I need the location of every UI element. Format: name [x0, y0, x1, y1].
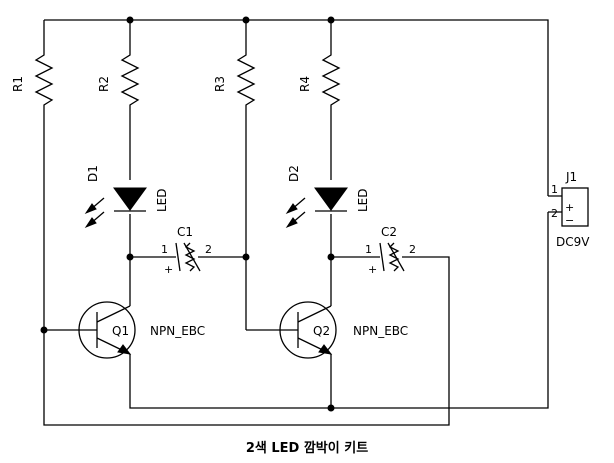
- resistor-r3-symbol: [236, 50, 256, 110]
- transistor-q2-label: Q2: [313, 324, 330, 338]
- capacitor-c2-plus: +: [368, 263, 377, 276]
- led-d2: D2 LED: [285, 165, 370, 229]
- wire-c2: [43, 256, 450, 426]
- resistor-r4: R4: [298, 50, 341, 110]
- capacitor-c1: C1 1 2 +: [161, 225, 212, 276]
- wires: [43, 19, 562, 426]
- transistor-q2: Q2 NPN_EBC: [279, 301, 408, 359]
- led-d2-label: D2: [287, 165, 301, 182]
- connector-j1-pin2: 2: [551, 207, 558, 220]
- led-d2-triangle: [314, 187, 348, 211]
- junction-dot: [327, 404, 335, 412]
- capacitor-c2-pin2: 2: [409, 243, 416, 256]
- capacitor-c1-label: C1: [177, 225, 193, 239]
- capacitor-c1-pin2: 2: [205, 243, 212, 256]
- led-d1-triangle: [113, 187, 147, 211]
- transistor-q1-label: Q1: [112, 324, 129, 338]
- resistor-r1-label: R1: [11, 76, 25, 92]
- led-d1-arrowhead-icon: [84, 217, 97, 229]
- capacitor-c1-pin1: 1: [161, 243, 168, 256]
- junction-dot: [40, 326, 48, 334]
- transistor-q2-type: NPN_EBC: [353, 324, 408, 338]
- junction-dot: [242, 16, 250, 24]
- resistor-r2: R2: [97, 50, 140, 110]
- junctions: [40, 16, 335, 412]
- transistor-q2-emitter-arrow-icon: [318, 344, 333, 355]
- resistor-r2-symbol: [120, 50, 140, 110]
- capacitor-c2-pin1: 1: [365, 243, 372, 256]
- capacitor-c1-plus: +: [164, 263, 173, 276]
- connector-j1: J1 1 2 + − DC9V: [551, 170, 590, 249]
- transistor-q1-type: NPN_EBC: [150, 324, 205, 338]
- transistor-q2-collector: [297, 305, 332, 323]
- capacitor-c1-plate: [175, 242, 181, 272]
- wire-top-rail: [44, 19, 549, 196]
- resistor-r4-symbol: [321, 50, 341, 110]
- capacitor-c2: C2 1 2 +: [365, 225, 416, 276]
- resistor-r3-label: R3: [213, 76, 227, 92]
- junction-dot: [126, 253, 134, 261]
- wire-ground: [129, 212, 549, 409]
- led-d1-arrowhead-icon: [84, 203, 97, 215]
- connector-j1-pin1: 1: [551, 183, 558, 196]
- resistor-r4-label: R4: [298, 76, 312, 92]
- transistor-q1-emitter-arrow-icon: [117, 344, 132, 355]
- capacitor-c1-plate-curved: [184, 242, 196, 272]
- junction-dot: [242, 253, 250, 261]
- wire-j1-pins: [548, 195, 562, 213]
- led-d1: D1 LED: [84, 165, 169, 229]
- led-d2-type: LED: [356, 188, 370, 212]
- junction-dot: [327, 253, 335, 261]
- resistor-r1-symbol: [34, 50, 54, 110]
- resistor-r2-label: R2: [97, 76, 111, 92]
- led-d1-type: LED: [155, 188, 169, 212]
- led-d2-arrowhead-icon: [285, 203, 298, 215]
- connector-j1-type: DC9V: [556, 235, 590, 249]
- capacitor-c1-slash: [183, 242, 201, 272]
- junction-dot: [327, 16, 335, 24]
- transistor-q1-collector: [96, 305, 131, 323]
- led-d2-arrowhead-icon: [285, 217, 298, 229]
- capacitor-c2-plate: [379, 242, 385, 272]
- resistor-r3: R3: [213, 50, 256, 110]
- connector-j1-plus: +: [565, 201, 574, 214]
- junction-dot: [126, 16, 134, 24]
- capacitor-c2-label: C2: [381, 225, 397, 239]
- connector-j1-label: J1: [565, 170, 577, 184]
- capacitor-c2-slash: [387, 242, 405, 272]
- transistor-q1: Q1 NPN_EBC: [78, 301, 205, 359]
- resistor-r1: R1: [11, 50, 54, 110]
- diagram-caption: 2색 LED 깜박이 키트: [246, 440, 368, 456]
- capacitor-c2-plate-curved: [388, 242, 400, 272]
- led-d1-label: D1: [86, 165, 100, 182]
- connector-j1-body: [561, 187, 589, 227]
- connector-j1-minus: −: [565, 214, 574, 227]
